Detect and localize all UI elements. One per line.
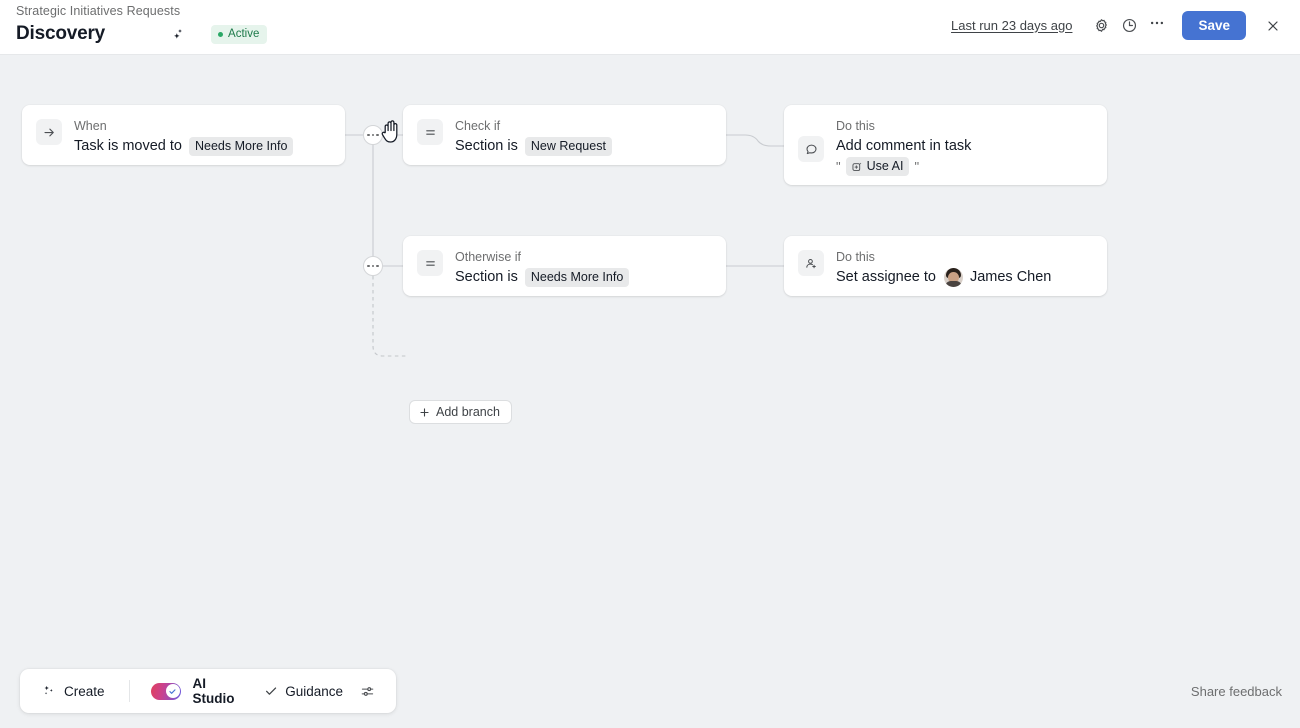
guidance-button[interactable]: Guidance — [256, 676, 351, 706]
flow-canvas[interactable]: When Task is moved to Needs More Info Ch… — [0, 56, 1300, 728]
gear-icon[interactable] — [1087, 12, 1115, 40]
condition-2-text-main: Section is — [455, 269, 518, 285]
guidance-label: Guidance — [285, 683, 343, 699]
action-1-label: Do this — [836, 119, 875, 133]
condition-1-text: Section is New Request — [455, 136, 712, 156]
node-dot — [371, 264, 375, 268]
action-2-label: Do this — [836, 250, 875, 264]
app-header: Strategic Initiatives Requests Discovery… — [0, 0, 1300, 55]
toggle-knob — [165, 684, 180, 698]
node-dot — [367, 264, 370, 268]
action-1-body: Do this Add comment in task " — [836, 119, 1093, 176]
condition-2-text: Section is Needs More Info — [455, 267, 712, 287]
action-card-2[interactable]: Do this Set assignee to James Chen — [784, 236, 1107, 296]
ai-studio-toggle[interactable] — [151, 682, 182, 700]
branch-node-menu-1[interactable] — [363, 125, 383, 145]
bottom-toolbar: Create AI Studio Guidance — [20, 669, 396, 713]
action-1-text-main: Add comment in task — [836, 138, 972, 154]
action-2-text: Set assignee to James Chen — [836, 267, 1093, 287]
create-button[interactable]: Create — [34, 676, 113, 706]
avatar-body — [944, 280, 962, 287]
add-branch-label: Add branch — [436, 405, 500, 419]
sparkle-plus-icon — [42, 684, 57, 699]
status-dot — [218, 31, 224, 37]
clock-icon[interactable] — [1115, 12, 1143, 40]
grab-hand-cursor — [381, 119, 402, 149]
condition-1-chip[interactable]: New Request — [524, 136, 612, 156]
trigger-text-main: Task is moved to — [74, 138, 182, 154]
create-label: Create — [64, 683, 105, 699]
arrow-right-icon — [36, 119, 62, 145]
trigger-text: Task is moved to Needs More Info — [74, 136, 331, 156]
node-dot — [367, 133, 370, 137]
node-dot — [376, 264, 379, 268]
condition-card-2[interactable]: Otherwise if Section is Needs More Info — [403, 236, 726, 296]
status-badge: Active — [211, 24, 268, 44]
breadcrumb[interactable]: Strategic Initiatives Requests — [16, 4, 181, 18]
action-2-text-main: Set assignee to — [836, 269, 936, 285]
check-icon — [264, 684, 278, 698]
condition-card-1[interactable]: Check if Section is New Request — [403, 105, 726, 165]
condition-1-text-main: Section is — [455, 138, 518, 154]
use-ai-chip[interactable]: Use AI — [845, 157, 910, 176]
last-run-link[interactable]: Last run 23 days ago — [951, 17, 1073, 33]
header-actions: Last run 23 days ago Save — [951, 11, 1286, 40]
condition-1-label: Check if — [455, 119, 501, 133]
title-row: Discovery Active — [16, 22, 268, 46]
trigger-body: When Task is moved to Needs More Info — [74, 119, 331, 156]
comment-bubble-icon — [798, 136, 824, 162]
condition-2-body: Otherwise if Section is Needs More Info — [455, 250, 712, 287]
sliders-icon[interactable] — [351, 676, 384, 706]
plus-icon — [419, 407, 430, 418]
node-dot — [376, 133, 379, 137]
ai-studio-toggle-group[interactable]: AI Studio — [143, 676, 252, 706]
avatar — [943, 267, 963, 287]
trigger-chip[interactable]: Needs More Info — [189, 136, 294, 156]
action-1-text: Add comment in task — [836, 136, 1093, 156]
ellipsis-icon[interactable] — [1143, 12, 1171, 40]
action-card-1[interactable]: Do this Add comment in task " — [784, 105, 1107, 185]
condition-2-label: Otherwise if — [455, 250, 521, 264]
condition-2-chip[interactable]: Needs More Info — [524, 267, 630, 287]
section-lines-icon — [417, 119, 443, 145]
trigger-card[interactable]: When Task is moved to Needs More Info — [22, 105, 345, 165]
ai-square-plus-icon — [851, 161, 863, 173]
branch-node-menu-2[interactable] — [363, 256, 383, 276]
condition-1-body: Check if Section is New Request — [455, 119, 712, 156]
section-lines-icon — [417, 250, 443, 276]
add-person-icon — [798, 250, 824, 276]
node-dot — [371, 133, 375, 137]
action-2-body: Do this Set assignee to James Chen — [836, 250, 1093, 287]
share-feedback-link[interactable]: Share feedback — [1190, 684, 1282, 699]
action-1-subtext: " Use AI " — [836, 157, 1093, 176]
save-button[interactable]: Save — [1182, 11, 1246, 40]
close-icon[interactable] — [1260, 13, 1286, 39]
assignee-name[interactable]: James Chen — [969, 269, 1052, 285]
page-title: Discovery — [16, 23, 106, 44]
ai-studio-label: AI Studio — [192, 676, 235, 706]
quote-close: " — [914, 158, 920, 174]
status-badge-label: Active — [228, 28, 260, 40]
avatar-face — [947, 271, 959, 283]
header-left: Strategic Initiatives Requests Discovery… — [16, 3, 268, 46]
toolbar-divider — [128, 680, 130, 702]
trigger-label: When — [74, 119, 107, 133]
add-branch-button[interactable]: Add branch — [409, 400, 512, 424]
use-ai-chip-label: Use AI — [866, 159, 904, 173]
quote-open: " — [836, 158, 841, 174]
sparkle-icon[interactable] — [166, 22, 190, 46]
